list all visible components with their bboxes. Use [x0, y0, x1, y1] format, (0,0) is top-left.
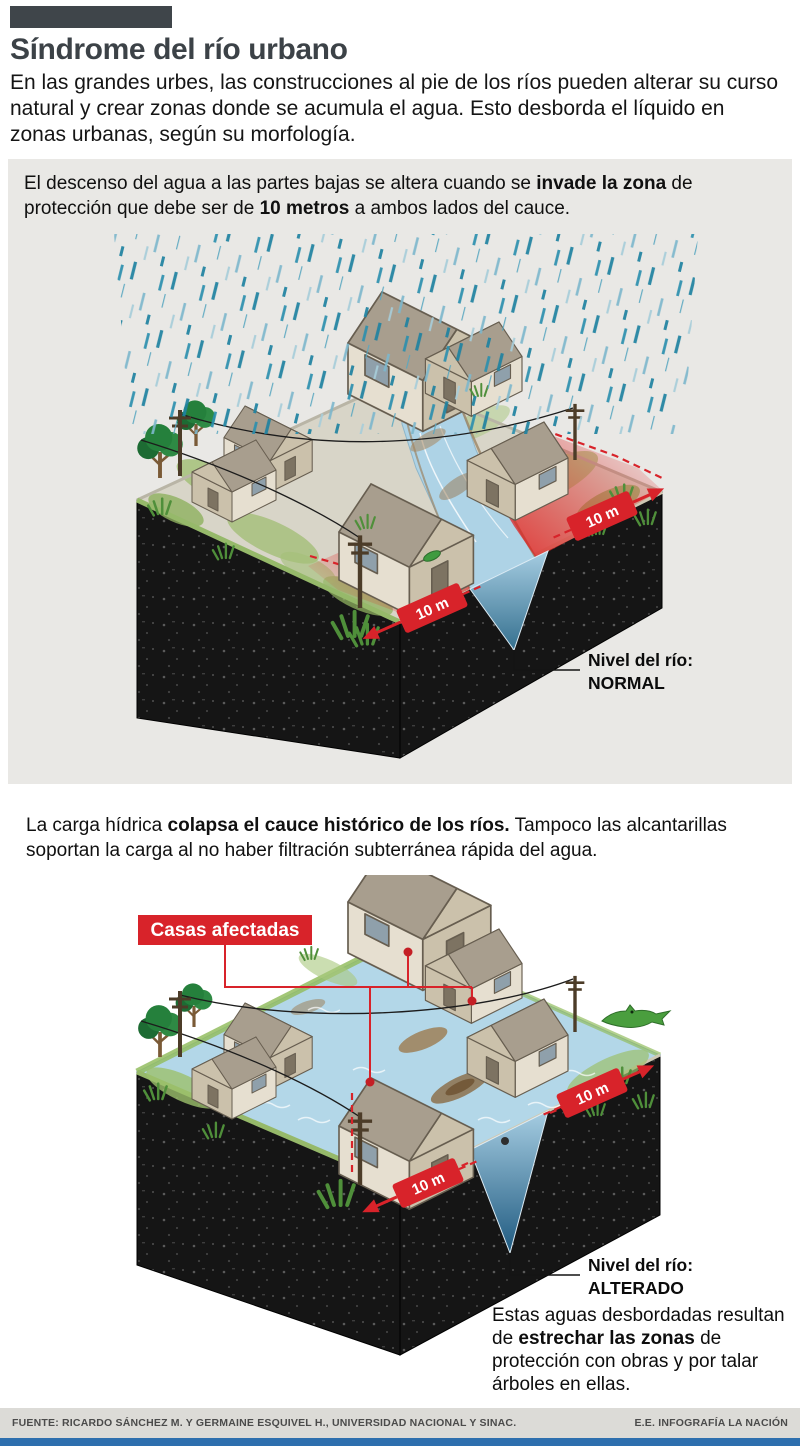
altered-note: Estas aguas desbordadas resultan de estr… — [492, 1305, 790, 1396]
lead-normal: El descenso del agua a las partes bajas … — [24, 172, 776, 221]
text-segment: La carga hídrica — [26, 814, 168, 836]
crocodile — [601, 1004, 672, 1029]
text-segment: Estas aguas desbordadas resultan de — [492, 1305, 785, 1350]
arrowhead-icon — [636, 1065, 655, 1079]
arrowhead-icon — [362, 625, 381, 639]
soil-block — [136, 1054, 661, 1357]
credit-text: E.E. INFOGRAFÍA LA NACIÓN — [634, 1417, 788, 1429]
text-segment: de protección con obras y por talar árbo… — [492, 1328, 759, 1395]
header: Síndrome del río urbano En las grandes u… — [0, 0, 800, 147]
illustration-altered: Casas afectadas 10 m 10 m — [8, 875, 792, 1400]
affected-house-dot — [403, 947, 413, 957]
pointer-line — [513, 649, 580, 671]
erosion-patch — [410, 428, 446, 452]
brand-bar — [10, 6, 172, 28]
illustration-river-altered-svg: Casas afectadas 10 m 10 m — [135, 875, 693, 1357]
river-level-value: NORMAL — [588, 673, 665, 693]
text-segment-bold: 10 metros — [259, 198, 350, 220]
text-segment-bold: colapsa el cauce histórico de los ríos. — [167, 814, 510, 836]
affected-house-dot — [365, 1077, 375, 1087]
river-level-label: Nivel del río: NORMAL — [513, 649, 693, 693]
section-altered: La carga hídrica colapsa el cauce histór… — [0, 814, 800, 1400]
pointer-line — [509, 1253, 580, 1277]
distance-label-right: 10 m — [538, 1065, 655, 1118]
bottom-accent-bar — [0, 1438, 800, 1446]
text-segment: de protección que debe ser de — [24, 173, 693, 220]
badge-text: Casas afectadas — [151, 920, 300, 941]
intro-text: En las grandes urbes, las construcciones… — [10, 71, 779, 146]
drain-dot — [501, 1137, 509, 1146]
boundary-dashes — [350, 1086, 613, 1193]
text-segment: El descenso del agua a las partes bajas … — [24, 173, 537, 195]
river-cross-section — [469, 549, 549, 651]
river-cross-section — [469, 1110, 549, 1255]
arrowhead-icon — [362, 1199, 380, 1213]
affected-connectors — [224, 945, 477, 1087]
affected-house-dot — [467, 996, 477, 1006]
river-level-title: Nivel del río: — [588, 1255, 693, 1275]
lead-altered: La carga hídrica colapsa el cauce histór… — [26, 814, 778, 863]
soil-block — [136, 491, 663, 759]
source-text: FUENTE: RICARDO SÁNCHEZ M. Y GERMAINE ES… — [12, 1417, 517, 1429]
river-level-label: Nivel del río: ALTERADO — [509, 1253, 693, 1298]
river-level-title: Nivel del río: — [588, 650, 693, 670]
text-segment: a ambos lados del cauce. — [349, 198, 571, 220]
boat — [423, 550, 441, 562]
distance-label-left: 10 m — [362, 1158, 480, 1213]
boundary-dashed-right — [543, 428, 663, 479]
distance-label-left: 10 m — [362, 583, 486, 639]
text-segment: Tampoco las alcantarillas soportan la ca… — [26, 814, 727, 861]
page-title: Síndrome del río urbano — [10, 33, 348, 66]
badge-casas-afectadas: Casas afectadas — [138, 915, 312, 946]
power-line-wire — [179, 978, 574, 1015]
arrowhead-icon — [646, 488, 665, 502]
power-lines — [140, 974, 587, 1185]
footer: FUENTE: RICARDO SÁNCHEZ M. Y GERMAINE ES… — [0, 1408, 800, 1438]
section-normal: El descenso del agua a las partes bajas … — [8, 159, 792, 784]
rain — [114, 233, 698, 434]
illustration-normal: 10 m 10 m Nivel del río: NORMAL — [8, 228, 792, 778]
illustration-river-normal-svg: 10 m 10 m Nivel del río: NORMAL — [114, 233, 698, 759]
text-segment-bold: estrechar las zonas — [518, 1328, 695, 1350]
text-segment-bold: invade la zona — [536, 173, 667, 195]
river-level-value: ALTERADO — [588, 1278, 684, 1298]
